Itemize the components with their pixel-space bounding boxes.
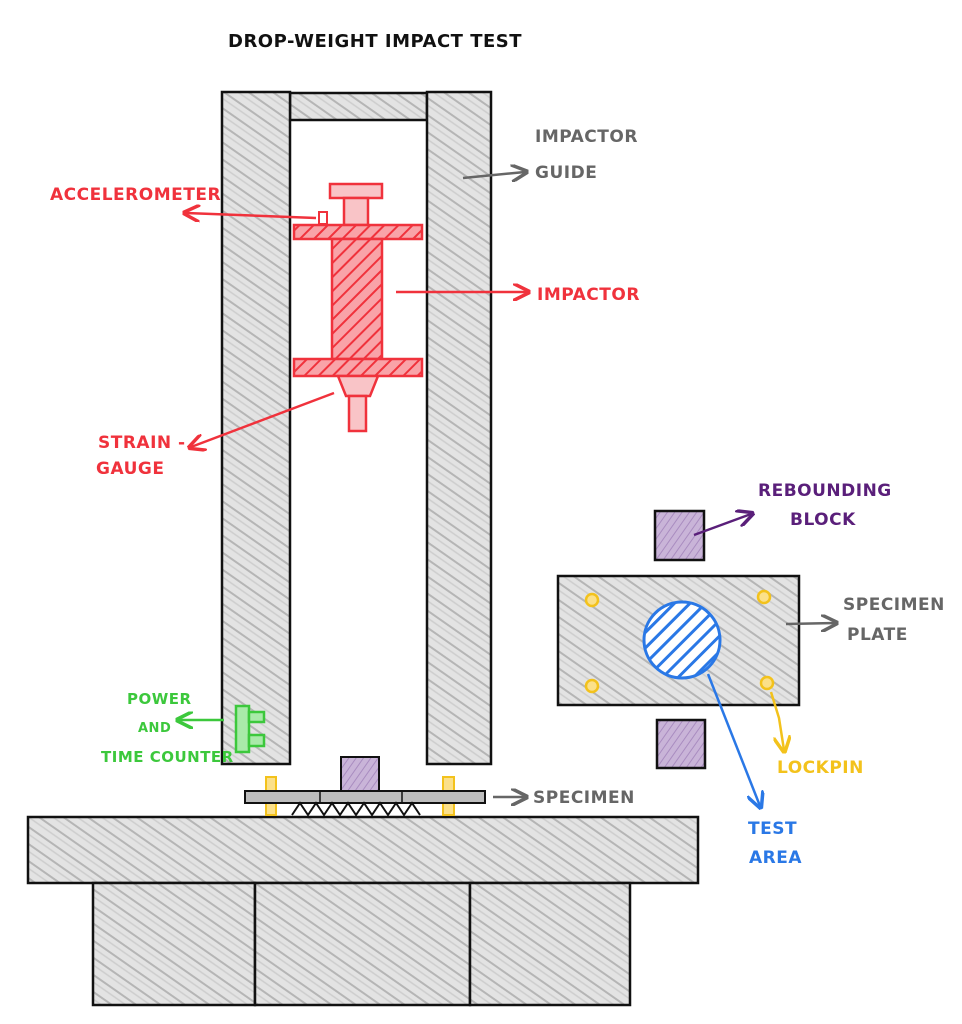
label-impactor: IMPACTOR bbox=[537, 285, 640, 305]
label-specimen-plate: SPECIMEN PLATE bbox=[843, 595, 951, 645]
specimen-support-zigzag bbox=[291, 801, 421, 817]
impactor-upper-flange bbox=[292, 223, 424, 241]
guide-right-column bbox=[425, 90, 493, 766]
rebounding-block-on-specimen bbox=[340, 756, 380, 792]
impactor-striker bbox=[347, 394, 368, 433]
lock-pin-hole-top-left bbox=[584, 592, 600, 608]
base-leg-middle bbox=[253, 881, 472, 1007]
counter-tab-bottom bbox=[247, 733, 266, 748]
base bbox=[26, 815, 700, 1007]
impactor-body bbox=[330, 237, 384, 361]
label-strain-gauge: STRAIN - GAUGE bbox=[96, 433, 192, 479]
rebounding-block-bottom bbox=[655, 718, 707, 770]
arrow-test-area bbox=[706, 673, 760, 806]
counter-tab-top bbox=[247, 710, 266, 724]
labels: IMPACTOR GUIDE ACCELEROMETER IMPACTOR ST… bbox=[50, 127, 951, 868]
guide-left-column bbox=[220, 90, 292, 766]
arrow-strain-gauge bbox=[191, 391, 335, 447]
base-top-slab bbox=[26, 815, 700, 885]
rebounding-block-top bbox=[653, 509, 706, 562]
specimen-assembly bbox=[244, 756, 486, 817]
lock-pin-hole-bottom-right bbox=[759, 675, 775, 691]
power-time-counter-device bbox=[234, 704, 266, 754]
arrow-accelerometer bbox=[186, 213, 317, 218]
label-lock-pin: LOCKPIN bbox=[777, 758, 864, 778]
arrow-impactor-guide bbox=[462, 172, 525, 178]
specimen-plate-detail bbox=[556, 509, 801, 770]
label-specimen: SPECIMEN bbox=[533, 788, 635, 808]
diagram-title: DROP-WEIGHT IMPACT TEST bbox=[228, 31, 522, 52]
impactor-top-cap bbox=[328, 182, 384, 200]
accelerometer-sensor bbox=[318, 211, 328, 225]
guide-top-bar bbox=[288, 91, 429, 122]
specimen-plate-strip bbox=[244, 790, 486, 804]
label-test-area: TEST AREA bbox=[748, 819, 803, 868]
label-impactor-guide: IMPACTOR GUIDE bbox=[535, 127, 644, 183]
lock-pin-hole-top-right bbox=[756, 589, 772, 605]
impactor-top-neck bbox=[342, 196, 370, 227]
label-rebounding-block: REBOUNDING BLOCK bbox=[758, 481, 898, 530]
lock-pin-hole-bottom-left bbox=[584, 678, 600, 694]
impactor-taper bbox=[336, 374, 380, 398]
label-accelerometer: ACCELEROMETER bbox=[50, 185, 221, 205]
counter-body bbox=[234, 704, 251, 754]
test-area-circle bbox=[642, 600, 722, 680]
base-leg-left bbox=[91, 881, 257, 1007]
impactor bbox=[292, 182, 424, 433]
arrow-rebounding-block bbox=[693, 514, 751, 537]
leader-arrows bbox=[179, 172, 835, 806]
impactor-lower-flange bbox=[292, 357, 424, 378]
impactor-guide bbox=[220, 90, 493, 766]
arrow-specimen-plate bbox=[785, 623, 835, 624]
base-leg-right bbox=[468, 881, 632, 1007]
arrow-lock-pin bbox=[769, 691, 784, 750]
label-power-time-counter: POWER AND TIME COUNTER bbox=[101, 689, 234, 766]
